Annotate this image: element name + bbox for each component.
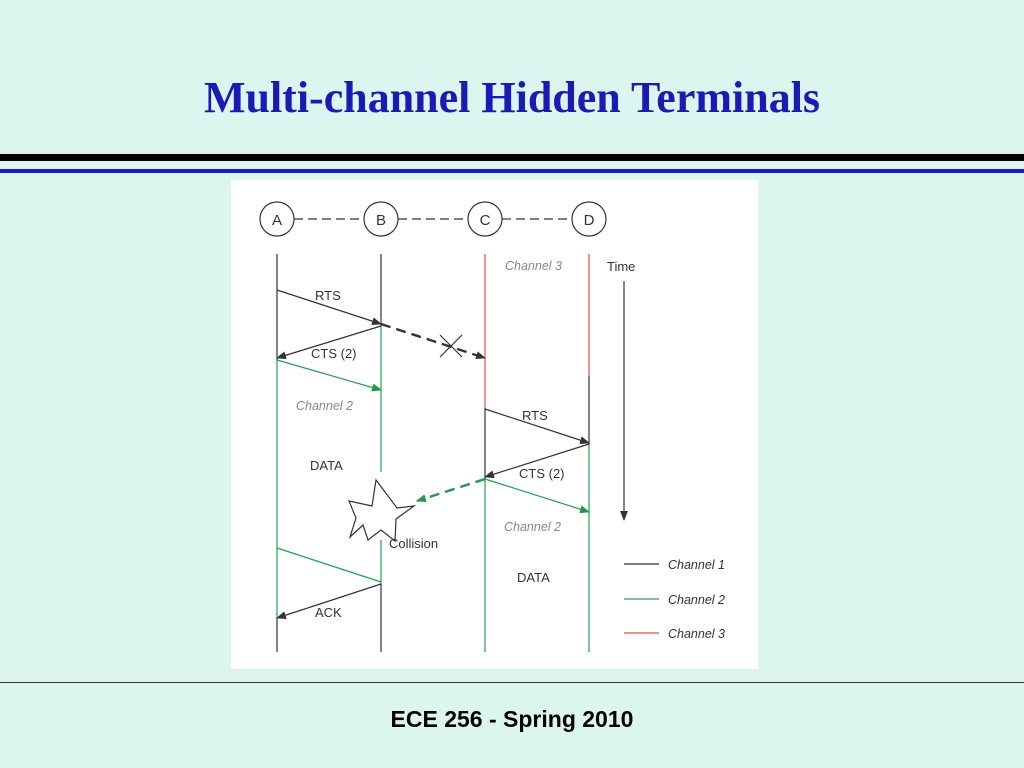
footer-divider bbox=[0, 682, 1024, 683]
cts-d-to-c-arrow bbox=[484, 443, 590, 479]
node-b-label: B bbox=[376, 212, 386, 229]
rts-c-to-d-arrow bbox=[484, 408, 590, 445]
multi-channel-timing-diagram: A B C D bbox=[259, 201, 725, 652]
ack-b-to-a-arrow bbox=[276, 583, 382, 620]
node-c: C bbox=[467, 201, 503, 237]
channel-3-top-label: Channel 3 bbox=[505, 259, 562, 273]
node-a: A bbox=[259, 201, 295, 237]
cts-b-label: CTS (2) bbox=[311, 346, 357, 361]
data-right-label: DATA bbox=[517, 570, 550, 585]
legend-label-channel-1: Channel 1 bbox=[668, 558, 725, 572]
cross-mark bbox=[439, 334, 463, 358]
channel-2-left-label: Channel 2 bbox=[296, 399, 353, 413]
rts-c-label: RTS bbox=[522, 408, 548, 423]
diagram-figure: A B C D bbox=[231, 180, 758, 669]
cts-overheard-dashed-arrow bbox=[416, 477, 486, 503]
rts-a-label: RTS bbox=[315, 288, 341, 303]
node-d: D bbox=[571, 201, 607, 237]
channel-2-switch-arrow-left bbox=[276, 359, 382, 392]
node-a-label: A bbox=[272, 212, 282, 229]
cts-d-label: CTS (2) bbox=[519, 466, 565, 481]
rts-overheard-dashed-arrow bbox=[380, 322, 486, 360]
title-divider-blue bbox=[0, 169, 1024, 173]
time-axis-label: Time bbox=[607, 259, 635, 274]
node-c-label: C bbox=[480, 212, 491, 229]
data-a-to-b-line bbox=[276, 547, 382, 583]
legend: Channel 1 Channel 2 Channel 3 bbox=[624, 558, 725, 641]
node-d-label: D bbox=[584, 212, 595, 229]
cts-b-to-a-arrow bbox=[276, 325, 382, 360]
legend-label-channel-3: Channel 3 bbox=[668, 627, 725, 641]
rts-a-to-b-arrow bbox=[276, 289, 382, 326]
collision-star-icon bbox=[348, 478, 417, 543]
title-divider-thick bbox=[0, 154, 1024, 161]
node-b: B bbox=[363, 201, 399, 237]
data-left-label: DATA bbox=[310, 458, 343, 473]
slide-footer: ECE 256 - Spring 2010 bbox=[390, 706, 634, 732]
ack-label: ACK bbox=[315, 605, 342, 620]
collision-label: Collision bbox=[389, 536, 438, 551]
legend-label-channel-2: Channel 2 bbox=[668, 593, 725, 607]
channel-2-right-label: Channel 2 bbox=[504, 520, 561, 534]
slide-title: Multi-channel Hidden Terminals bbox=[203, 73, 821, 122]
channel-2-switch-arrow-right bbox=[484, 478, 590, 514]
